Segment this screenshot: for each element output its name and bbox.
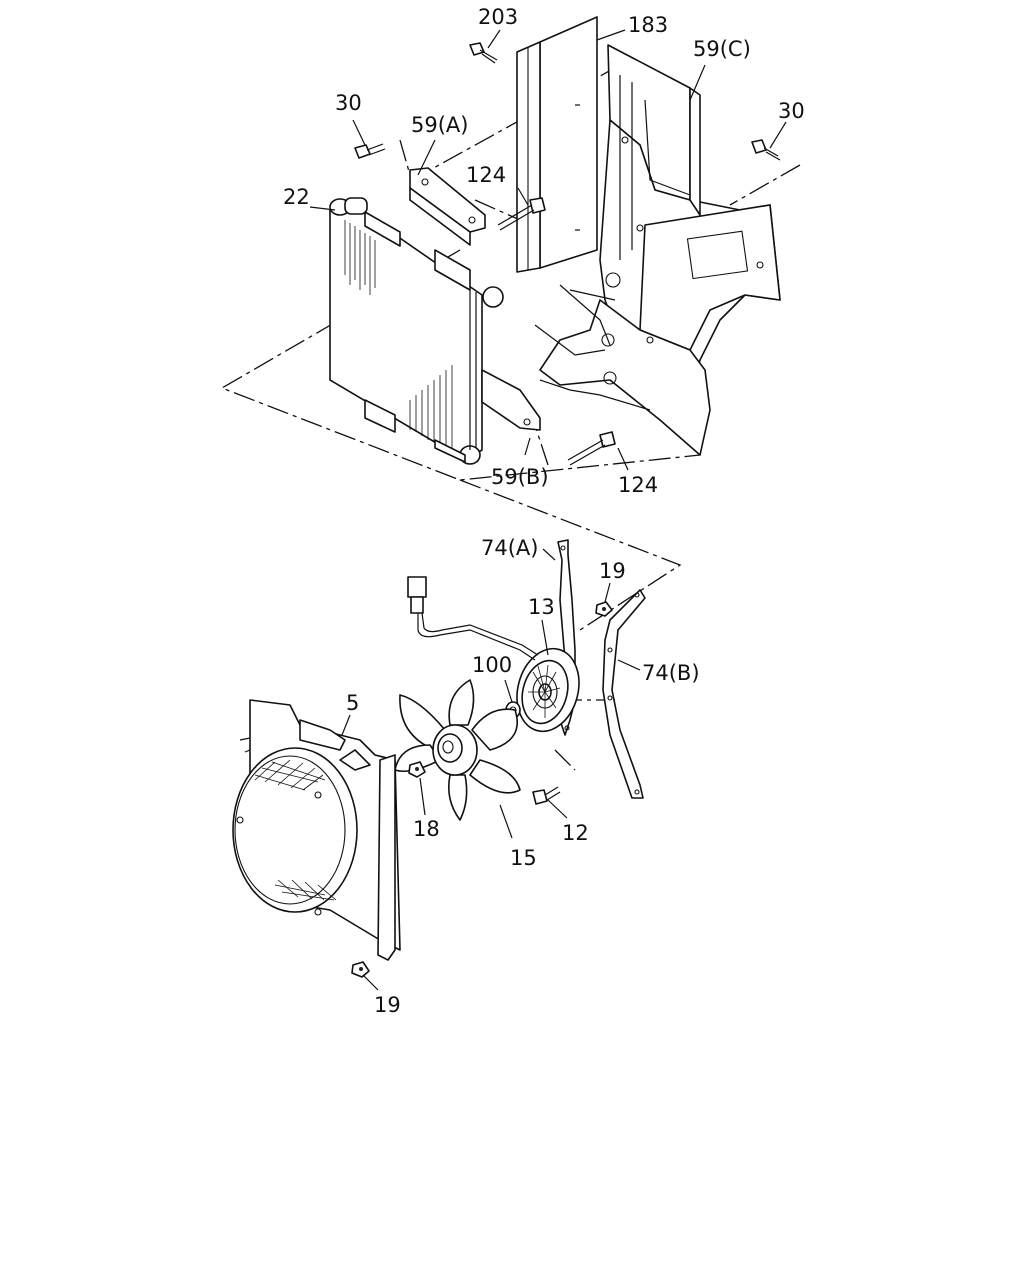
callout-22: 22 <box>283 185 310 209</box>
nut-18 <box>408 761 426 778</box>
leader-lines-lower <box>341 548 641 991</box>
callout-5: 5 <box>346 691 359 715</box>
bolt-124-bottom <box>567 431 616 466</box>
callout-19-top: 19 <box>599 559 626 583</box>
bolt-12 <box>532 786 561 805</box>
fan-motor-13 <box>516 647 580 733</box>
callout-74a: 74(A) <box>481 536 538 560</box>
bolt-30-left <box>354 143 386 159</box>
callout-19-bottom: 19 <box>374 993 401 1017</box>
callout-15: 15 <box>510 846 537 870</box>
callout-12: 12 <box>562 821 589 845</box>
callout-124-bottom: 124 <box>618 473 658 497</box>
fan-15 <box>394 679 521 821</box>
callout-74b: 74(B) <box>642 661 700 685</box>
nut-19-bottom <box>351 961 370 978</box>
nut-19-top <box>595 601 613 617</box>
callout-183: 183 <box>628 13 668 37</box>
callout-30-left: 30 <box>335 91 362 115</box>
bolt-124-top <box>497 197 546 231</box>
oil-cooler-22 <box>329 197 541 465</box>
shroud-5 <box>232 699 401 961</box>
callout-124-top: 124 <box>466 163 506 187</box>
bolt-30-right <box>751 139 781 161</box>
callout-18: 18 <box>413 817 440 841</box>
callout-30-right: 30 <box>778 99 805 123</box>
callout-203: 203 <box>478 5 518 29</box>
seal-strip-183 <box>516 16 598 273</box>
callout-100: 100 <box>472 653 512 677</box>
harness-connector <box>407 576 539 661</box>
plate-59a <box>409 167 486 246</box>
callout-labels: 203 183 59(C) 30 30 59(A) 124 22 59(B) 1… <box>283 5 805 1017</box>
bolt-203 <box>469 42 498 64</box>
callout-13: 13 <box>528 595 555 619</box>
callout-59c: 59(C) <box>693 37 751 61</box>
callout-59a: 59(A) <box>411 113 468 137</box>
stay-74b <box>602 589 646 799</box>
bracket-59c <box>534 44 781 456</box>
leader-lines-upper <box>309 29 787 471</box>
callout-59b: 59(B) <box>491 465 549 489</box>
